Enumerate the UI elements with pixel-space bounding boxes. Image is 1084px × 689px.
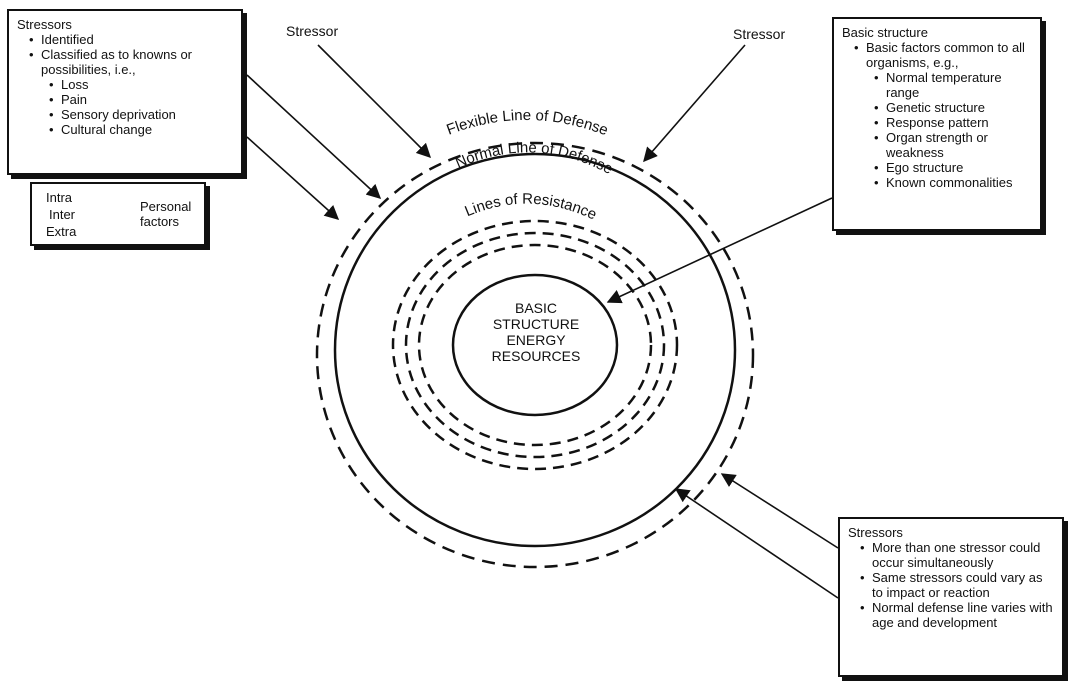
core-line-2: STRUCTURE (492, 316, 580, 332)
core-line-3: ENERGY (506, 332, 566, 348)
flexible-line-label: Flexible Line of Defense (444, 107, 610, 139)
stressor-arrow-top-left (317, 44, 432, 159)
line-of-resistance-ring-inner (417, 243, 653, 447)
personal-factors-label: Personal factors (140, 199, 192, 229)
basic-structure-subitem: Known commonalities (874, 175, 1032, 190)
basic-structure-core (451, 273, 619, 417)
stressor-arrow-top-right (643, 44, 746, 163)
line-of-resistance-ring-outer (391, 219, 679, 471)
basic-structure-arrow (606, 197, 833, 304)
personal-factor-intra: Intra (46, 190, 73, 205)
stressors-2-item: Normal defense line varies with age and … (860, 600, 1054, 630)
svg-text:Flexible Line of Defense: Flexible Line of Defense (444, 107, 610, 139)
stressors-box-arrow-1 (246, 74, 382, 199)
line-of-resistance-ring-middle (404, 231, 666, 459)
basic-structure-subitem: Genetic structure (874, 100, 1032, 115)
core-line-4: RESOURCES (491, 348, 581, 364)
basic-structure-title: Basic structure (842, 25, 928, 40)
svg-text:Normal Line of Defense: Normal Line of Defense (453, 139, 615, 178)
stressors-box-2-arrow-2 (674, 488, 839, 599)
stressors-subitem: Sensory deprivation (49, 107, 233, 122)
lines-of-resistance-label: Lines of Resistance (462, 191, 599, 224)
stressors-box-2-arrow-1 (720, 473, 839, 549)
stressors-item: Classified as to knowns or possibilities… (29, 47, 233, 137)
stressor-label-left: Stressor (286, 23, 339, 39)
personal-factor-inter: Inter (49, 207, 76, 222)
stressors-subitem: Cultural change (49, 122, 233, 137)
basic-structure-subitem: Ego structure (874, 160, 1032, 175)
stressors-box-arrow-2 (246, 136, 340, 220)
stressors-box-title: Stressors (17, 17, 72, 32)
stressors-item: Identified (29, 32, 233, 47)
basic-structure-box: Basic structure Basic factors common to … (832, 17, 1042, 231)
normal-line-label: Normal Line of Defense (453, 139, 615, 178)
core-line-1: BASIC (514, 300, 557, 316)
stressor-label-right: Stressor (733, 26, 786, 42)
stressors-2-item: More than one stressor could occur simul… (860, 540, 1054, 570)
basic-structure-subitem: Response pattern (874, 115, 1032, 130)
basic-structure-subitem: Normal temperature range (874, 70, 1032, 100)
personal-factors-box (30, 182, 206, 246)
stressors-subitem: Pain (49, 92, 233, 107)
personal-factor-extra: Extra (46, 224, 77, 239)
normal-line-of-defense-ring (333, 152, 737, 548)
stressors-subitem: Loss (49, 77, 233, 92)
stressors-box: Stressors Identified Classified as to kn… (7, 9, 243, 175)
svg-text:Lines of Resistance: Lines of Resistance (462, 191, 599, 224)
basic-structure-item: Basic factors common to all organisms, e… (854, 40, 1032, 190)
stressors-box-2-title: Stressors (848, 525, 903, 540)
basic-structure-subitem: Organ strength or weakness (874, 130, 1032, 160)
stressors-box-2: Stressors More than one stressor could o… (838, 517, 1064, 677)
stressors-2-item: Same stressors could vary as to impact o… (860, 570, 1054, 600)
core-label: BASIC STRUCTURE ENERGY RESOURCES (455, 300, 617, 364)
flexible-line-of-defense-ring (315, 141, 755, 569)
